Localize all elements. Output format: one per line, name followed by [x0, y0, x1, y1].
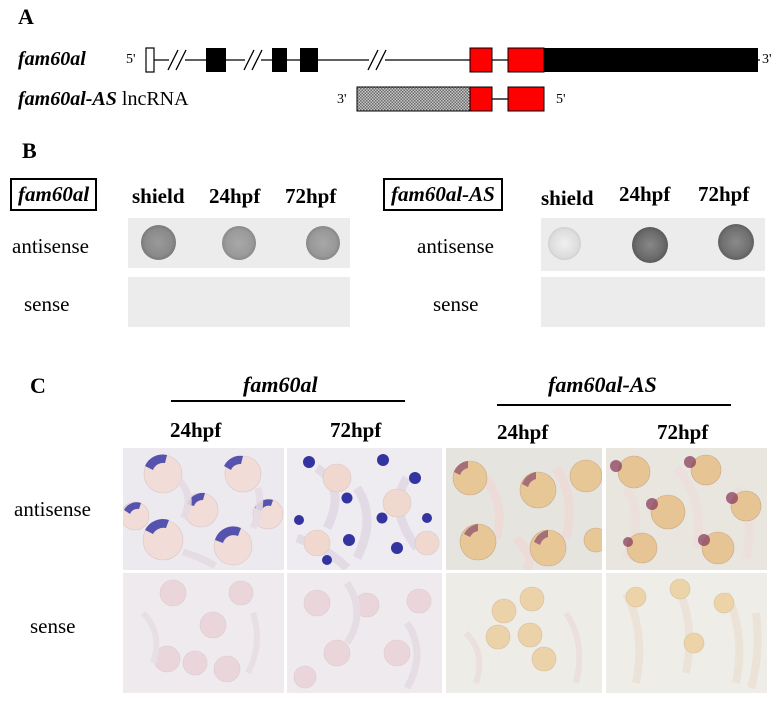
ish-row-antisense: antisense	[14, 497, 91, 521]
panel-b-label: B	[22, 138, 37, 163]
blot-dot-shield	[141, 225, 176, 260]
lncrna-overlap-exon-2	[507, 86, 545, 112]
ish-group-2-rule	[497, 404, 731, 406]
blot-right-row-antisense: antisense	[417, 234, 494, 258]
ish-col-as-24hpf: 24hpf	[497, 420, 549, 444]
ish-photo-as-72hpf-antisense	[606, 448, 767, 570]
ish-photo-as-24hpf-antisense	[446, 448, 602, 570]
ish-group-1-gene: fam60al	[243, 372, 318, 397]
ish-col-fam60al-72hpf: 72hpf	[330, 418, 382, 442]
gene2-name: fam60al-AS lncRNA	[18, 88, 189, 111]
blot-right-col-shield: shield	[541, 186, 594, 210]
gene1-right-end: 3'	[762, 52, 772, 67]
gene1-exon-2	[272, 48, 287, 72]
ish-photo-as-24hpf-sense	[446, 573, 602, 693]
gene-structure-diagram	[145, 47, 760, 112]
gene1-name: fam60al	[18, 48, 86, 70]
blot-left-row-antisense: antisense	[12, 234, 89, 258]
ish-group-1-rule	[171, 400, 405, 402]
blot-left-col-shield: shield	[132, 184, 185, 208]
gene2-name-suffix: lncRNA	[116, 88, 189, 110]
blot-right-col-72hpf: 72hpf	[698, 182, 750, 206]
ish-group-2-gene: fam60al-AS	[548, 372, 657, 397]
break-mark-3	[367, 49, 387, 71]
blot-right-col-24hpf: 24hpf	[619, 182, 671, 206]
break-mark-1	[167, 49, 187, 71]
gene2-name-italic: fam60al-AS	[18, 88, 117, 110]
blot-left-antisense-strip	[128, 218, 350, 268]
ish-photo-fam60al-24hpf-antisense	[123, 448, 284, 570]
blot-left-col-24hpf: 24hpf	[209, 184, 261, 208]
panel-c-label: C	[30, 373, 46, 398]
ish-photo-fam60al-72hpf-sense	[287, 573, 442, 693]
blot-right-gene-label: fam60al-AS	[383, 178, 503, 211]
blot-right-sense-strip	[541, 277, 765, 327]
blot-dot-72hpf	[306, 226, 340, 260]
blot-left-row-sense: sense	[24, 292, 70, 316]
blot-dot-72hpf	[718, 224, 754, 260]
gene1-left-end: 5'	[126, 52, 136, 67]
ish-col-fam60al-24hpf: 24hpf	[170, 418, 222, 442]
gene1-exon-3	[300, 48, 318, 72]
blot-dot-24hpf	[222, 226, 256, 260]
lncrna-unique-region	[356, 86, 471, 112]
gene2-left-end: 3'	[337, 92, 347, 107]
break-mark-2	[243, 49, 263, 71]
blot-left-gene-label: fam60al	[10, 178, 98, 211]
ish-photo-fam60al-24hpf-sense	[123, 573, 284, 693]
panel-a-label: A	[18, 4, 34, 29]
blot-right-antisense-strip	[541, 218, 765, 271]
ish-photo-as-72hpf-sense	[606, 573, 767, 693]
blot-right-row-sense: sense	[433, 292, 479, 316]
blot-left-col-72hpf: 72hpf	[285, 184, 337, 208]
gene1-exon-1	[206, 48, 226, 72]
ish-photo-fam60al-72hpf-antisense	[287, 448, 442, 570]
ish-row-sense: sense	[30, 614, 76, 638]
gene1-3utr	[544, 48, 758, 72]
blot-dot-24hpf	[632, 227, 668, 263]
ish-col-as-72hpf: 72hpf	[657, 420, 709, 444]
blot-dot-shield	[548, 227, 581, 260]
blot-left-sense-strip	[128, 277, 350, 327]
gene1-overlap-exon-2	[507, 47, 545, 73]
gene1-overlap-exon-1	[469, 47, 493, 73]
gene2-right-end: 5'	[556, 92, 566, 107]
gene1-utr-box	[145, 47, 155, 73]
lncrna-overlap-exon-1	[469, 86, 493, 112]
